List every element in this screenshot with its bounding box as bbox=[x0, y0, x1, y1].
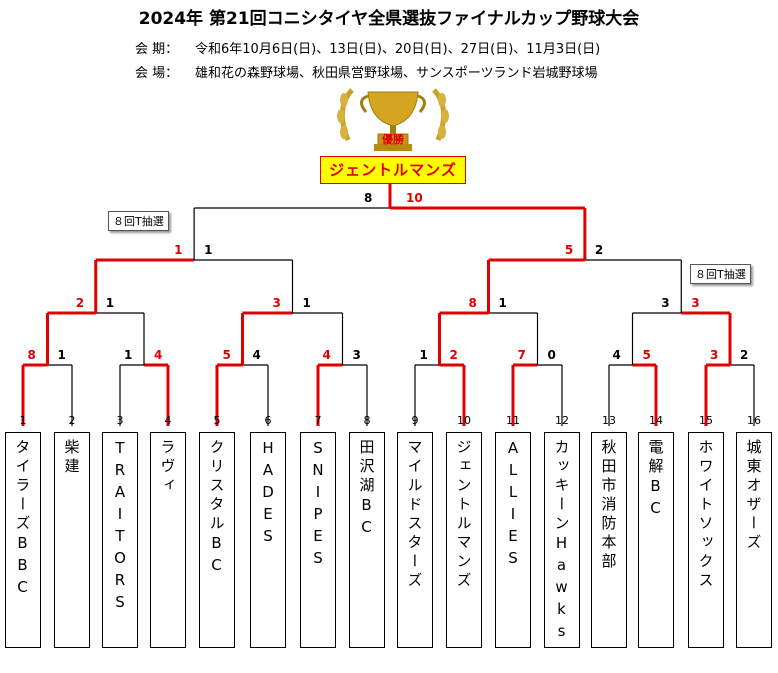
team-name: ホワイトソックス bbox=[696, 439, 715, 591]
team-name: クリスタルBC bbox=[207, 439, 226, 578]
team-name: 電解BC bbox=[646, 439, 665, 521]
team-box: 城東オザーズ bbox=[736, 432, 772, 648]
round1-score: 2 bbox=[740, 348, 749, 362]
semifinal-score: 5 bbox=[564, 243, 574, 257]
round2-score: 3 bbox=[691, 296, 700, 310]
team-seed: 12 bbox=[555, 414, 569, 427]
round2-score: 1 bbox=[498, 296, 507, 310]
team-box: HADES bbox=[250, 432, 286, 648]
team-name: ジェントルマンズ bbox=[454, 439, 473, 591]
team-name: カッキーンHawks bbox=[552, 439, 571, 644]
period-label: 会 期： bbox=[135, 42, 179, 57]
round1-score: 3 bbox=[710, 348, 719, 362]
round1-score: 8 bbox=[27, 348, 36, 362]
team-seed: 2 bbox=[68, 414, 76, 427]
trophy-icon bbox=[337, 88, 449, 151]
lottery-note-right: ８回T抽選 bbox=[690, 264, 751, 284]
team-name: TRAITORS bbox=[111, 439, 129, 615]
round1-score: 4 bbox=[322, 348, 331, 362]
team-seed: 4 bbox=[164, 414, 172, 427]
team-box: タイラーズBBC bbox=[5, 432, 41, 648]
final-score: 8 bbox=[364, 191, 373, 205]
team-box: カッキーンHawks bbox=[544, 432, 580, 648]
team-seed: 13 bbox=[602, 414, 616, 427]
team-seed: 14 bbox=[649, 414, 663, 427]
team-box: 秋田市消防本部 bbox=[591, 432, 627, 648]
team-seed: 8 bbox=[363, 414, 371, 427]
team-name: SNIPES bbox=[309, 439, 327, 571]
round1-score: 1 bbox=[419, 348, 428, 362]
round1-score: 5 bbox=[642, 348, 651, 362]
team-box: ジェントルマンズ bbox=[446, 432, 482, 648]
team-name: タイラーズBBC bbox=[13, 439, 32, 600]
final-score: 10 bbox=[406, 191, 423, 205]
team-box: ALLIES bbox=[495, 432, 531, 648]
team-name: 秋田市消防本部 bbox=[599, 439, 618, 572]
round2-score: 1 bbox=[105, 296, 115, 310]
team-box: TRAITORS bbox=[102, 432, 138, 648]
champion-banner: ジェントルマンズ bbox=[320, 156, 466, 184]
team-seed: 5 bbox=[213, 414, 221, 427]
team-seed: 6 bbox=[264, 414, 272, 427]
team-box: SNIPES bbox=[300, 432, 336, 648]
team-box: クリスタルBC bbox=[199, 432, 235, 648]
period-row: 会 期： 令和6年10月6日(日)、13日(日)、20日(日)、27日(日)、11… bbox=[135, 38, 600, 57]
team-seed: 1 bbox=[19, 414, 27, 427]
round1-score: 3 bbox=[352, 348, 361, 362]
venue-label: 会 場： bbox=[135, 66, 179, 81]
round2-score: 1 bbox=[302, 296, 311, 310]
team-box: 柴建 bbox=[54, 432, 90, 648]
round1-score: 4 bbox=[154, 348, 163, 362]
round1-score: 4 bbox=[252, 348, 261, 362]
team-seed: 9 bbox=[411, 414, 419, 427]
semifinal-score: 2 bbox=[594, 243, 604, 257]
team-name: ラヴィ bbox=[158, 439, 177, 496]
team-seed: 16 bbox=[747, 414, 761, 427]
team-box: ホワイトソックス bbox=[688, 432, 724, 648]
round1-score: 4 bbox=[612, 348, 621, 362]
team-name: 城東オザーズ bbox=[744, 439, 763, 553]
semifinal-score: 1 bbox=[204, 243, 213, 257]
round1-score: 0 bbox=[547, 348, 556, 362]
round1-score: 2 bbox=[449, 348, 458, 362]
semifinal-score: 1 bbox=[174, 243, 183, 257]
team-seed: 7 bbox=[314, 414, 322, 427]
round2-score: 2 bbox=[75, 296, 85, 310]
team-seed: 3 bbox=[116, 414, 124, 427]
team-name: HADES bbox=[259, 439, 277, 549]
trophy-label: 優勝 bbox=[381, 132, 405, 146]
period-value: 令和6年10月6日(日)、13日(日)、20日(日)、27日(日)、11月3日(… bbox=[195, 42, 601, 57]
team-name: ALLIES bbox=[504, 439, 522, 571]
page-title: 2024年 第21回コニシタイヤ全県選抜ファイナルカップ野球大会 bbox=[138, 9, 640, 29]
team-name: 柴建 bbox=[62, 439, 81, 477]
round1-score: 5 bbox=[222, 348, 231, 362]
team-seed: 15 bbox=[699, 414, 713, 427]
team-box: 電解BC bbox=[638, 432, 674, 648]
round2-score: 8 bbox=[468, 296, 477, 310]
team-box: ラヴィ bbox=[150, 432, 186, 648]
lottery-note-left: ８回T抽選 bbox=[108, 211, 169, 231]
team-seed: 10 bbox=[457, 414, 471, 427]
team-name: 田沢湖BC bbox=[357, 439, 376, 540]
round1-score: 7 bbox=[517, 348, 526, 362]
team-seed: 11 bbox=[506, 414, 520, 427]
team-box: 田沢湖BC bbox=[349, 432, 385, 648]
venue-row: 会 場： 雄和花の森野球場、秋田県営野球場、サンスポーツランド岩城野球場 bbox=[135, 62, 597, 81]
venue-value: 雄和花の森野球場、秋田県営野球場、サンスポーツランド岩城野球場 bbox=[195, 66, 598, 81]
team-box: マイルドスターズ bbox=[397, 432, 433, 648]
team-name: マイルドスターズ bbox=[405, 439, 424, 591]
round1-score: 1 bbox=[124, 348, 133, 362]
round2-score: 3 bbox=[661, 296, 670, 310]
bracket-lines bbox=[21, 184, 755, 426]
round2-score: 3 bbox=[272, 296, 281, 310]
round1-score: 1 bbox=[57, 348, 66, 362]
